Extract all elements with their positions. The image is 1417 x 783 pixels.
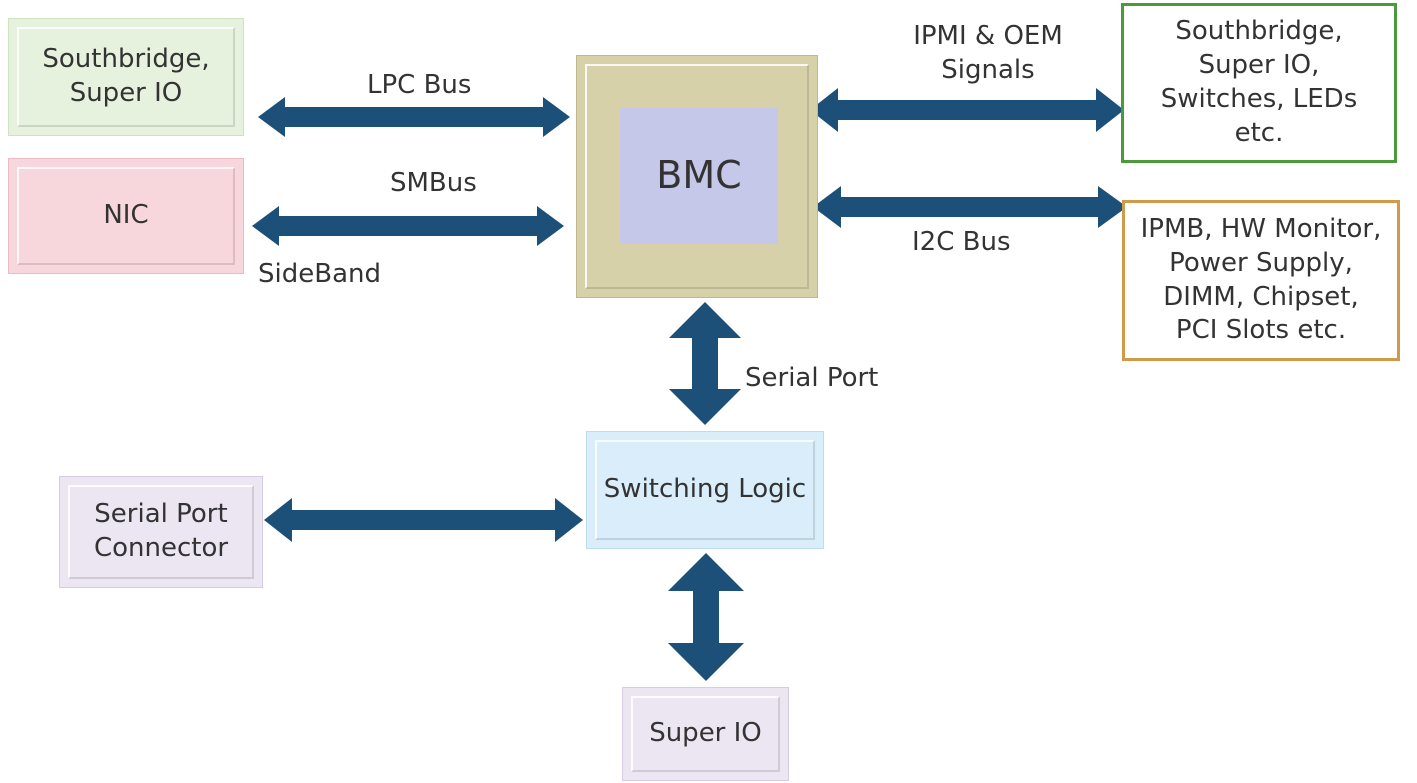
nic-label: NIC bbox=[103, 200, 149, 231]
serial-connector-label: Serial Port Connector bbox=[93, 499, 229, 563]
serial-port-arrow bbox=[669, 302, 741, 425]
nic-box: NIC bbox=[8, 158, 244, 274]
bmc-inner-box: BMC bbox=[620, 108, 778, 244]
serial-connector-arrow bbox=[264, 498, 583, 542]
lpc-bus-arrow bbox=[258, 97, 570, 137]
serial-port-label: Serial Port bbox=[745, 363, 879, 393]
switching-logic-label: Switching Logic bbox=[603, 474, 807, 505]
i2c-bus-label: I2C Bus bbox=[912, 227, 1011, 257]
super-io-box: Super IO bbox=[622, 687, 789, 781]
southbridge-right-label: Southbridge, Super IO, Switches, LEDs et… bbox=[1160, 16, 1358, 148]
bmc-label: BMC bbox=[656, 153, 742, 198]
ipmi-oem-arrow bbox=[810, 88, 1124, 132]
switching-logic-box: Switching Logic bbox=[586, 431, 824, 549]
bmc-box: BMC bbox=[576, 55, 818, 298]
smbus-label: SMBus bbox=[390, 168, 477, 198]
southbridge-right-box: Southbridge, Super IO, Switches, LEDs et… bbox=[1121, 3, 1397, 163]
lpc-bus-label: LPC Bus bbox=[367, 70, 472, 100]
super-io-arrow bbox=[668, 553, 744, 681]
ipmi-oem-label: IPMI & OEM Signals bbox=[913, 21, 1063, 85]
i2c-bus-arrow bbox=[813, 186, 1127, 228]
sideband-label: SideBand bbox=[258, 259, 381, 289]
serial-connector-box: Serial Port Connector bbox=[59, 476, 263, 588]
ipmb-label: IPMB, HW Monitor, Power Supply, DIMM, Ch… bbox=[1140, 213, 1382, 346]
southbridge-left-box: Southbridge, Super IO bbox=[8, 18, 244, 136]
super-io-label: Super IO bbox=[649, 718, 762, 749]
southbridge-left-label: Southbridge, Super IO bbox=[42, 44, 210, 108]
ipmb-box: IPMB, HW Monitor, Power Supply, DIMM, Ch… bbox=[1122, 200, 1400, 361]
smbus-arrow bbox=[252, 206, 564, 246]
